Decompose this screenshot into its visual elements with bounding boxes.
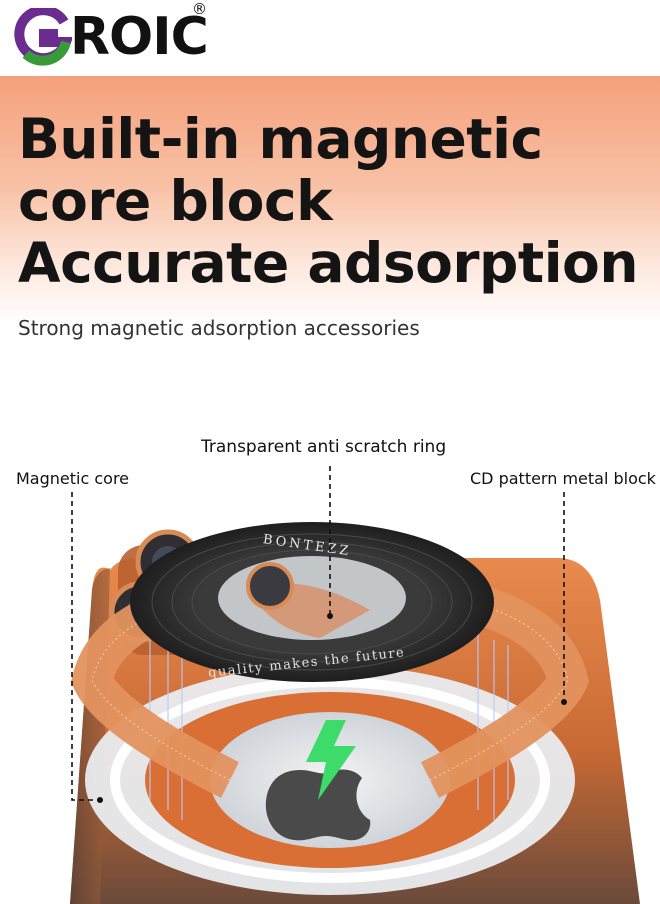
callout-cd-block: CD pattern metal block (470, 469, 656, 488)
headline-line-1: Built-in magnetic (18, 107, 543, 171)
lightning-icon (306, 720, 356, 800)
headline-line-3: Accurate adsorption (18, 231, 639, 295)
transparent-anti-scratch-ring: BONTEZZ quality makes the future (130, 522, 494, 682)
subheadline: Strong magnetic adsorption accessories (18, 316, 420, 340)
callout-dots (97, 613, 567, 803)
logo-text: ROIC (70, 7, 209, 67)
product-illustration: BONTEZZ quality makes the future (70, 466, 640, 904)
apple-logo-icon (265, 769, 371, 841)
logo-bar: ROIC ® (0, 0, 660, 76)
callout-leaders (71, 466, 565, 801)
headline: Built-in magnetic core block Accurate ad… (18, 107, 639, 295)
brand-logo: ROIC (14, 7, 209, 67)
logo-g-mark (14, 8, 72, 66)
registered-mark: ® (192, 0, 207, 18)
callout-magnetic-core: Magnetic core (16, 469, 130, 488)
hero-gradient-background (0, 76, 660, 326)
callout-transparent-ring: Transparent anti scratch ring (201, 437, 447, 457)
headline-line-2: core block (18, 169, 333, 233)
